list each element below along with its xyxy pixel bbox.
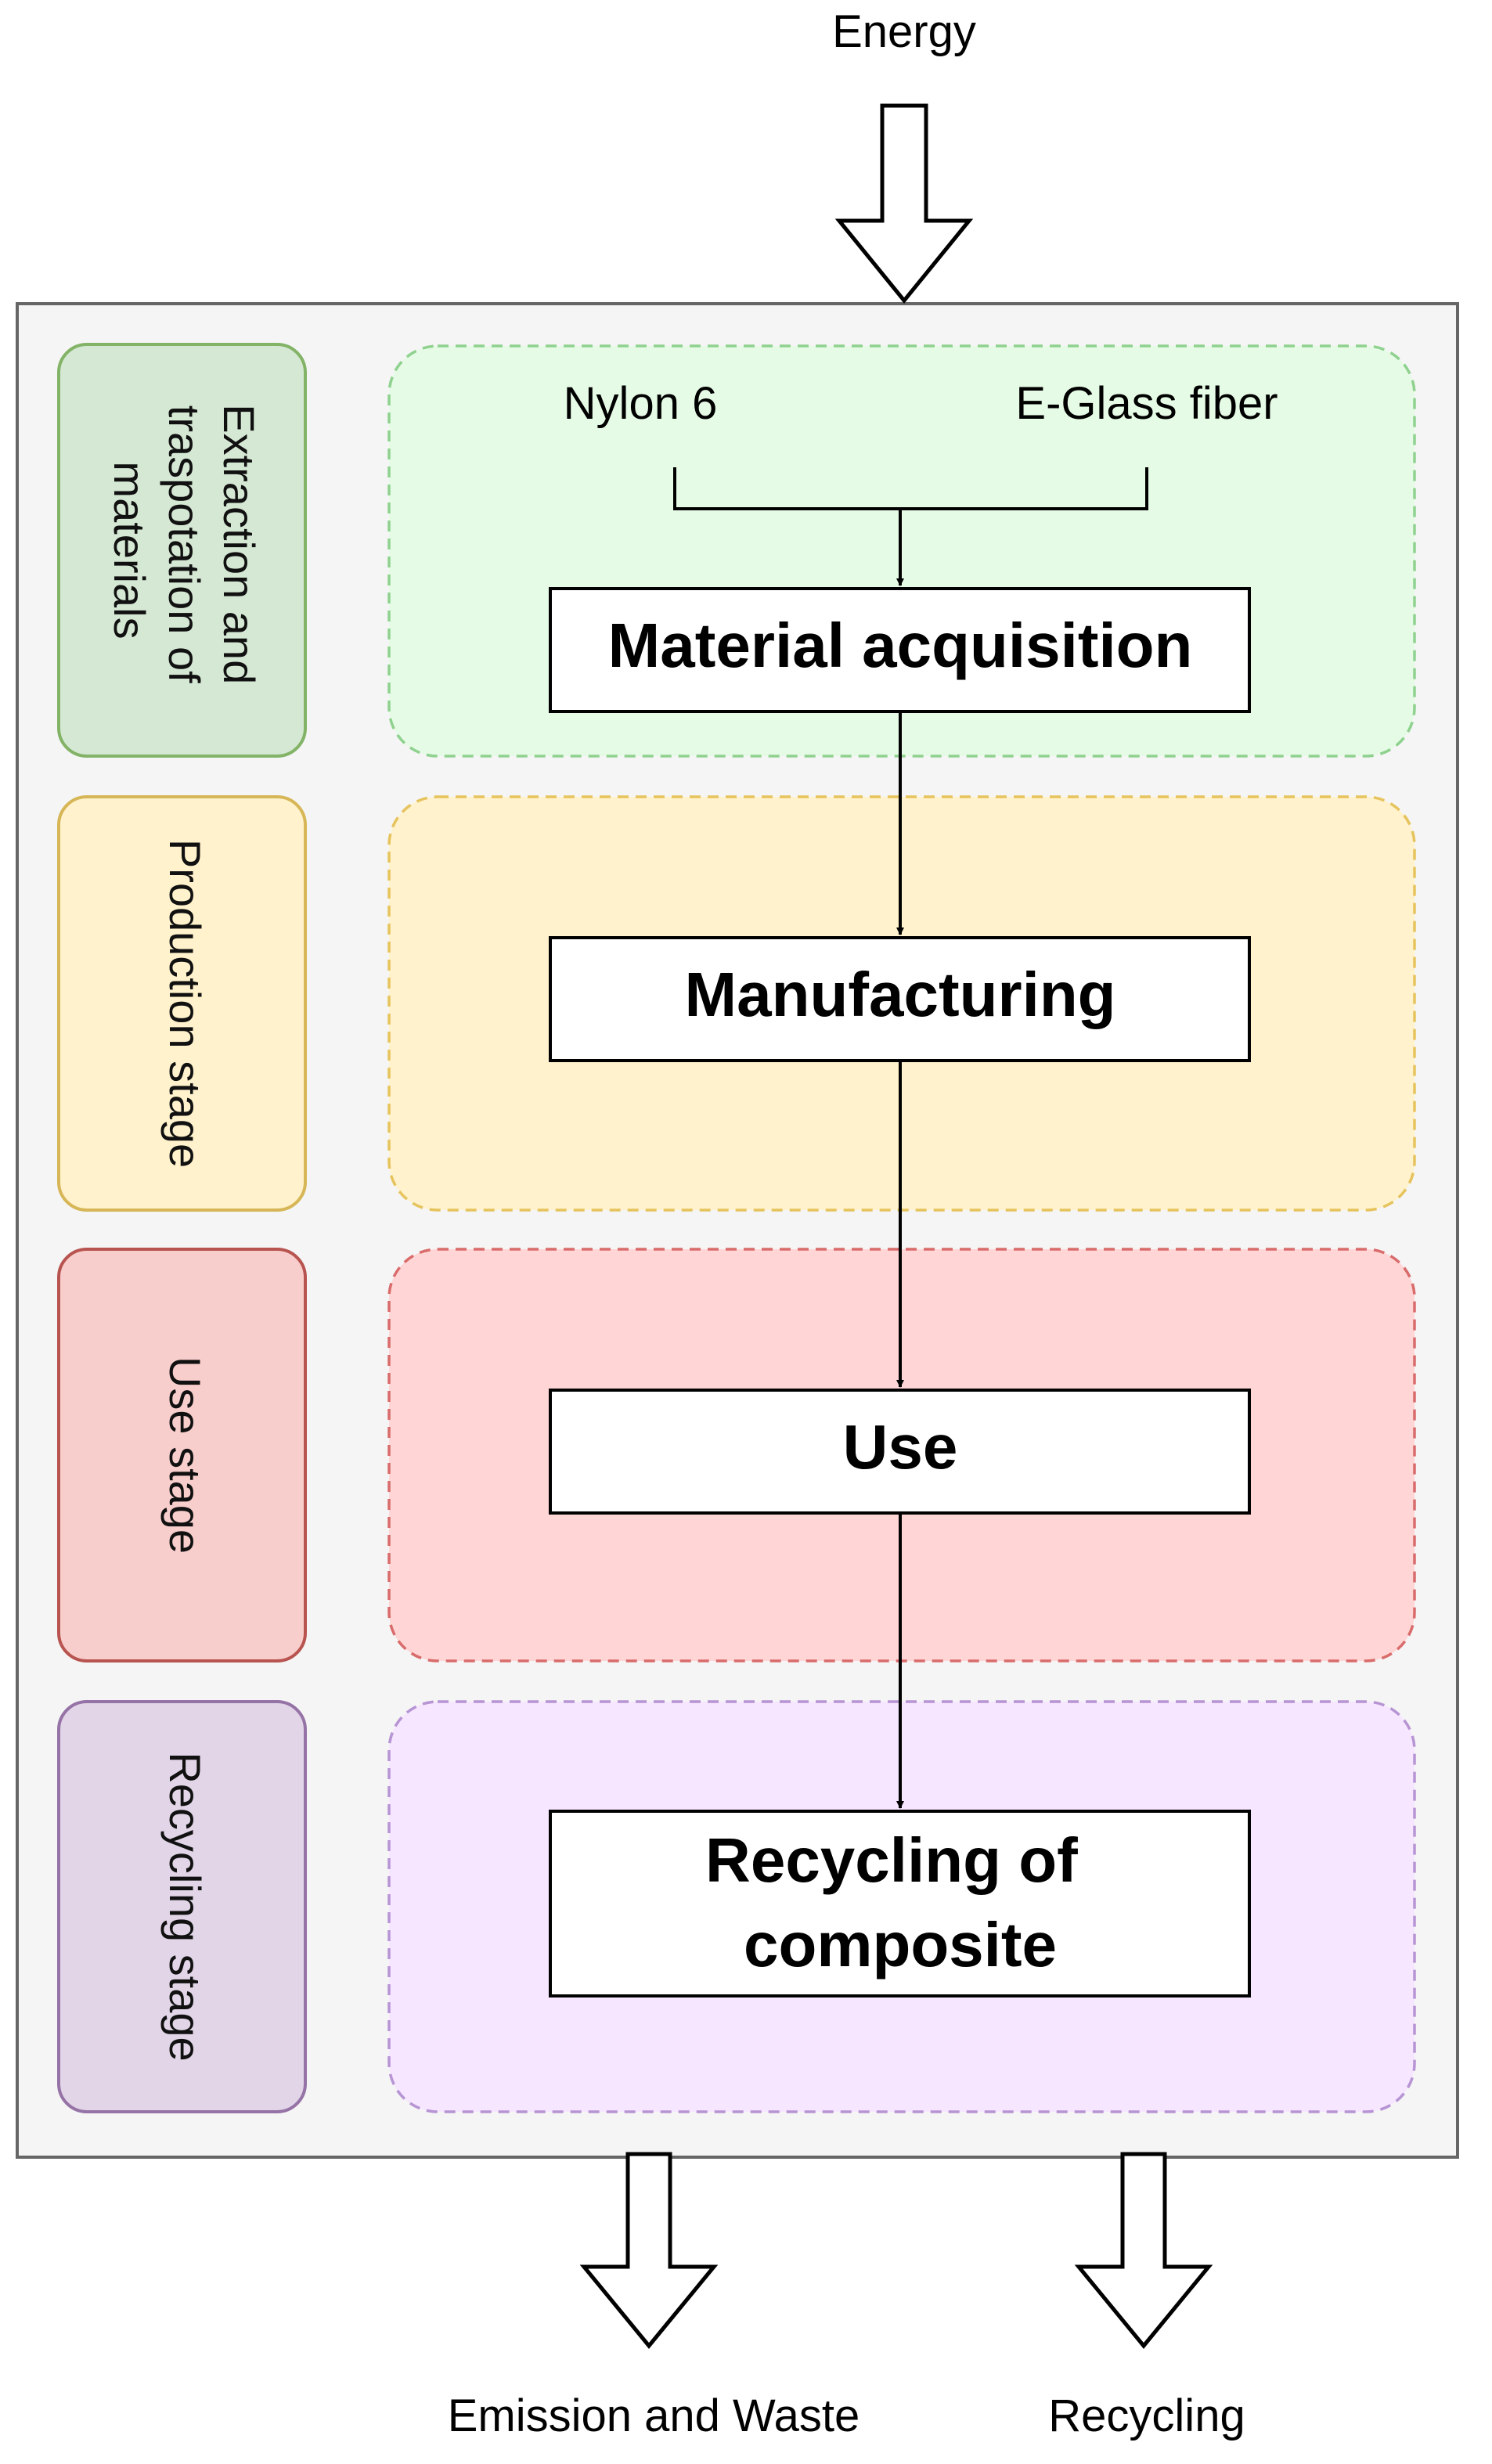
material-nylon-label: Nylon 6 xyxy=(564,378,718,429)
side-label-extraction: Extraction and traspotation of materials xyxy=(105,404,264,697)
process-label-use: Use xyxy=(843,1412,958,1482)
process-label-recycling-line-1: Recycling of xyxy=(705,1825,1078,1895)
energy-label: Energy xyxy=(832,6,976,57)
side-label-recycling: Recycling stage xyxy=(160,1752,210,2061)
recycling-output-arrow xyxy=(1074,2152,1213,2349)
emission-arrow xyxy=(579,2152,719,2349)
side-label-extraction-line-2: traspotation of xyxy=(160,405,209,683)
energy-arrow xyxy=(834,103,974,304)
process-label-manufacturing: Manufacturing xyxy=(684,960,1115,1029)
side-box-production xyxy=(57,795,307,1212)
side-box-extraction xyxy=(57,343,307,758)
process-box-material-acquisition xyxy=(549,587,1251,713)
process-box-use xyxy=(549,1389,1251,1515)
side-label-extraction-line-3: materials xyxy=(105,461,154,639)
side-label-production: Production stage xyxy=(160,839,210,1168)
emission-label: Emission and Waste xyxy=(448,2390,860,2441)
material-glass-label: E-Glass fiber xyxy=(1015,378,1278,429)
process-box-recycling xyxy=(549,1810,1251,1997)
process-label-recycling: Recycling of composite xyxy=(705,1825,1095,1979)
side-box-recycling xyxy=(57,1700,307,2113)
recycling-output-label: Recycling xyxy=(1048,2390,1245,2441)
side-label-use: Use stage xyxy=(160,1356,210,1554)
process-label-material-acquisition: Material acquisition xyxy=(608,611,1193,680)
side-label-extraction-line-1: Extraction and xyxy=(214,404,264,684)
process-label-recycling-line-2: composite xyxy=(744,1910,1057,1979)
material-merge-connector xyxy=(673,467,1148,510)
side-box-use xyxy=(57,1248,307,1662)
